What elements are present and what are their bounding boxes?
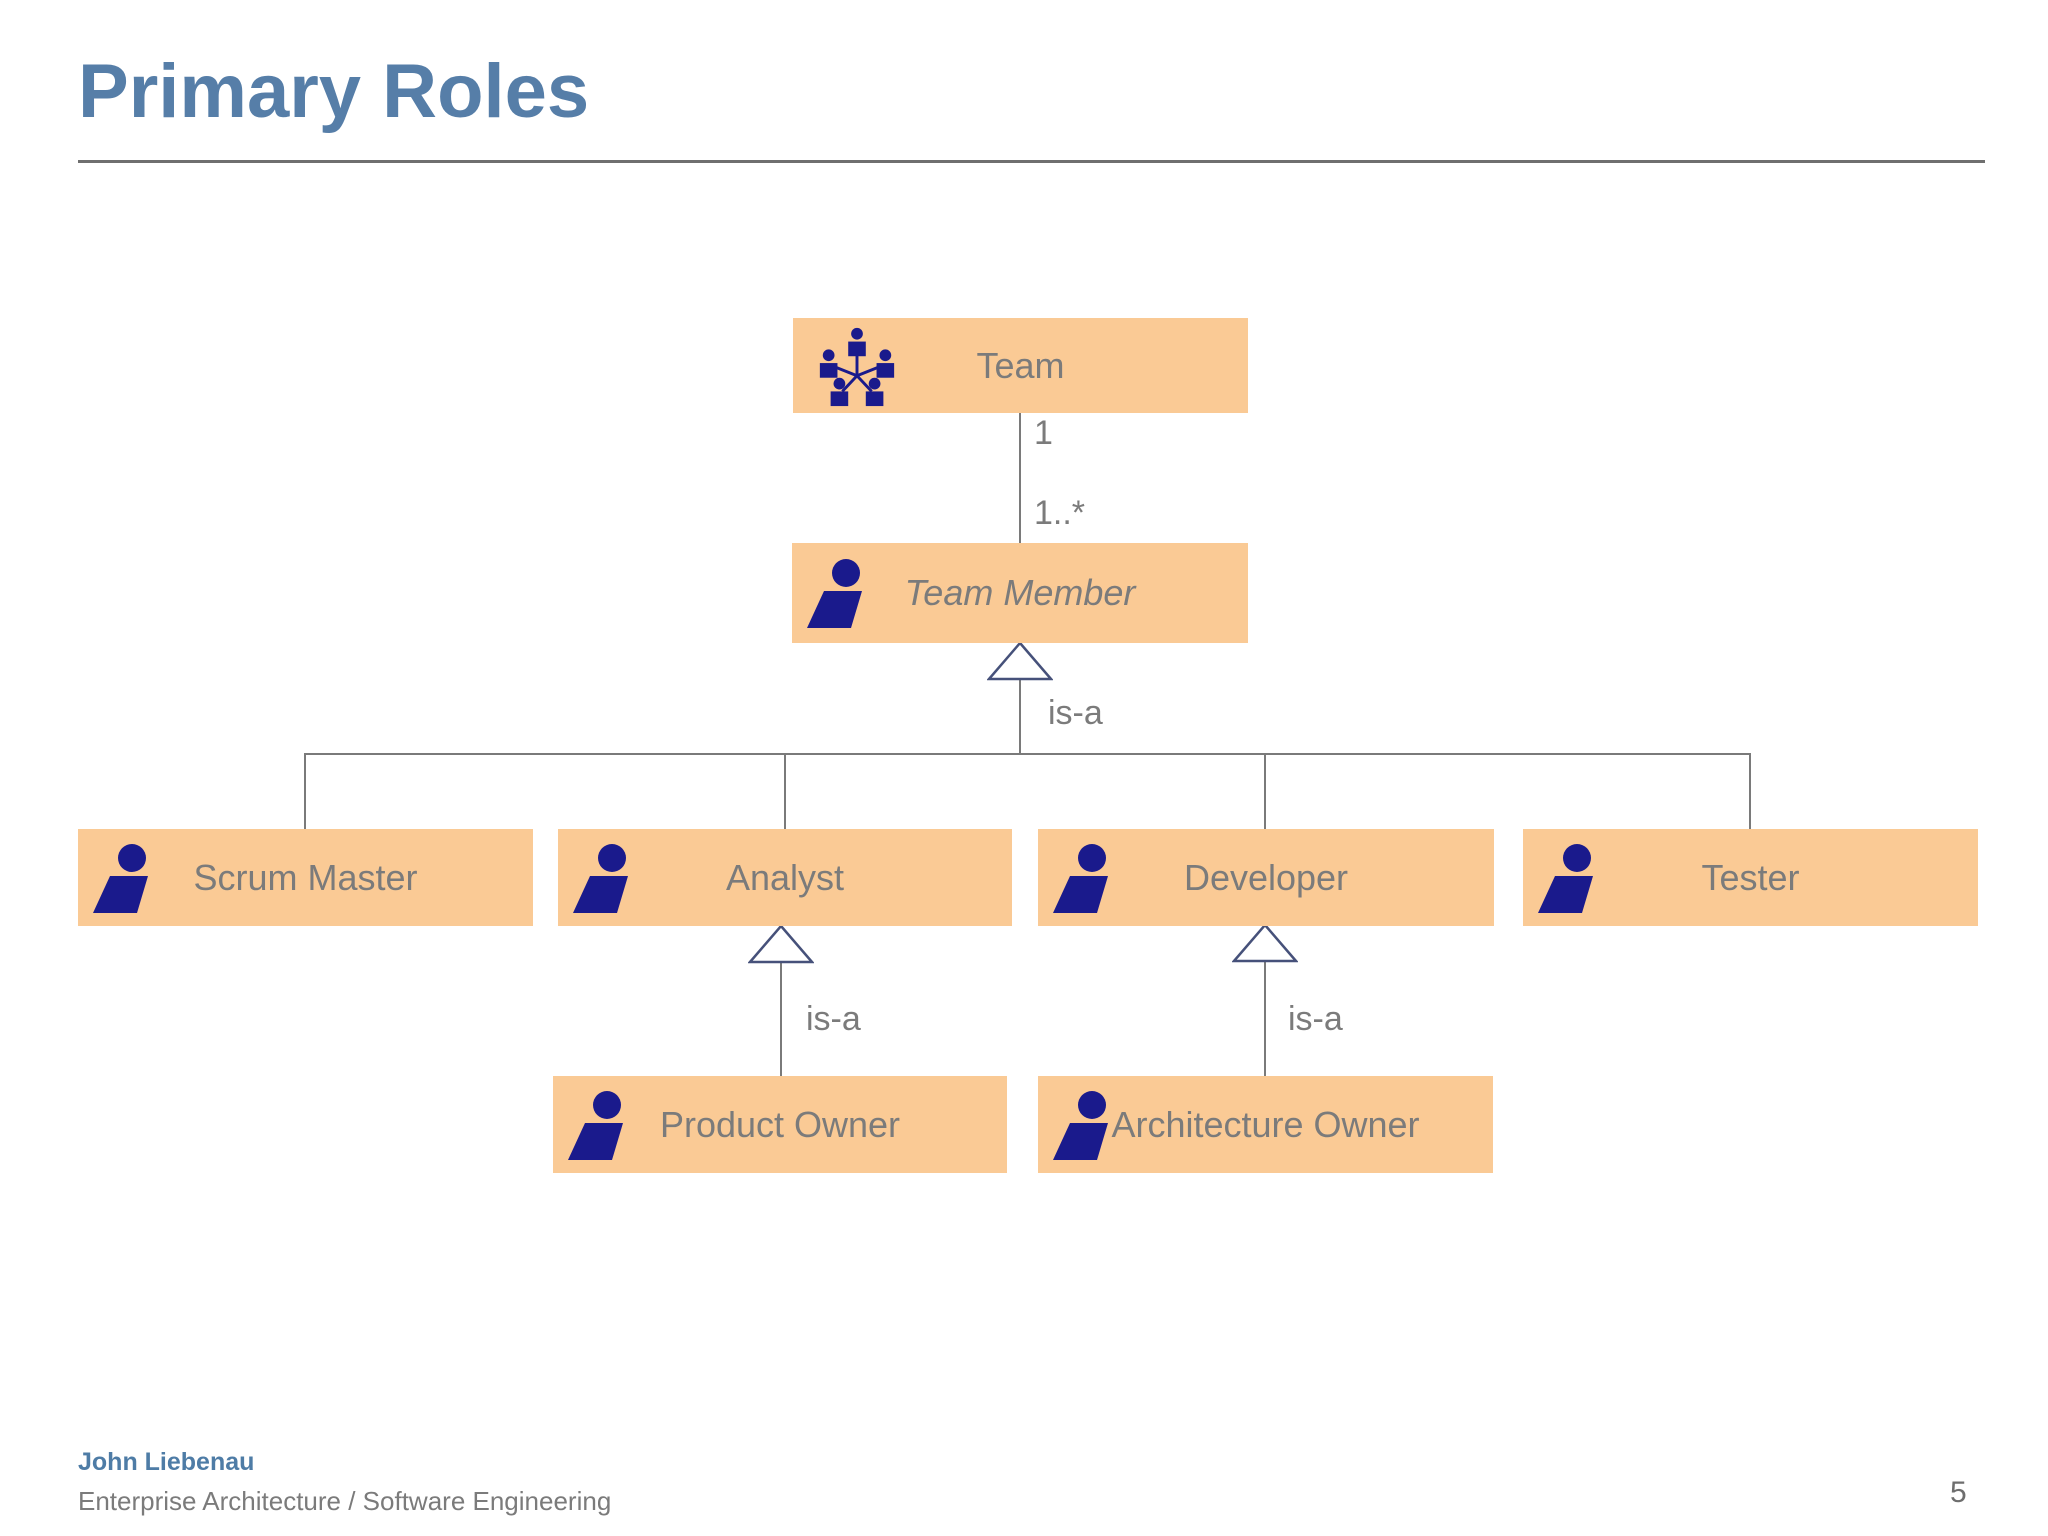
page-title: Primary Roles xyxy=(78,49,590,134)
node-label: Architecture Owner xyxy=(1111,1103,1420,1145)
person-icon xyxy=(92,843,154,913)
connector-branch-horizontal xyxy=(304,753,1751,755)
generalization-arrow-icon xyxy=(1231,923,1299,963)
person-icon xyxy=(1052,1090,1114,1160)
person-icon xyxy=(1537,843,1599,913)
node-team-member: Team Member xyxy=(792,543,1248,643)
node-label: Team xyxy=(976,344,1065,386)
connector-branch-to-scrum-master xyxy=(304,753,306,830)
person-icon xyxy=(572,843,634,913)
is-a-label: is-a xyxy=(806,1000,861,1038)
node-label: Developer xyxy=(1183,856,1349,898)
node-product-owner: Product Owner xyxy=(553,1076,1007,1173)
team-network-icon xyxy=(813,323,901,409)
node-scrum-master: Scrum Master xyxy=(78,829,533,926)
connector-branch-to-developer xyxy=(1264,753,1266,830)
footer-author: John Liebenau xyxy=(78,1448,255,1476)
footer-subtitle: Enterprise Architecture / Software Engin… xyxy=(78,1486,612,1516)
node-label: Scrum Master xyxy=(193,856,418,898)
is-a-label: is-a xyxy=(1048,694,1103,732)
node-label: Product Owner xyxy=(659,1103,901,1145)
connector-branch-to-analyst xyxy=(784,753,786,830)
connector-team-to-member xyxy=(1019,413,1021,543)
node-tester: Tester xyxy=(1523,829,1978,926)
person-icon xyxy=(1052,843,1114,913)
connector-developer-to-architecture-owner xyxy=(1264,961,1266,1077)
generalization-arrow-icon xyxy=(747,924,815,964)
connector-member-to-branch xyxy=(1019,679,1021,755)
generalization-arrow-icon xyxy=(986,641,1054,681)
page-number: 5 xyxy=(1950,1476,1967,1509)
multiplicity-label: 1..* xyxy=(1034,494,1086,532)
node-label: Team Member xyxy=(904,572,1136,613)
node-analyst: Analyst xyxy=(558,829,1012,926)
multiplicity-label: 1 xyxy=(1034,414,1053,452)
connector-branch-to-tester xyxy=(1749,753,1751,830)
connector-analyst-to-product-owner xyxy=(780,961,782,1077)
node-team: Team xyxy=(793,318,1248,413)
person-icon xyxy=(567,1090,629,1160)
title-divider xyxy=(78,160,1985,163)
person-icon xyxy=(806,558,868,628)
node-developer: Developer xyxy=(1038,829,1494,926)
is-a-label: is-a xyxy=(1288,1000,1343,1038)
node-architecture-owner: Architecture Owner xyxy=(1038,1076,1493,1173)
node-label: Tester xyxy=(1701,856,1800,898)
node-label: Analyst xyxy=(725,856,845,898)
